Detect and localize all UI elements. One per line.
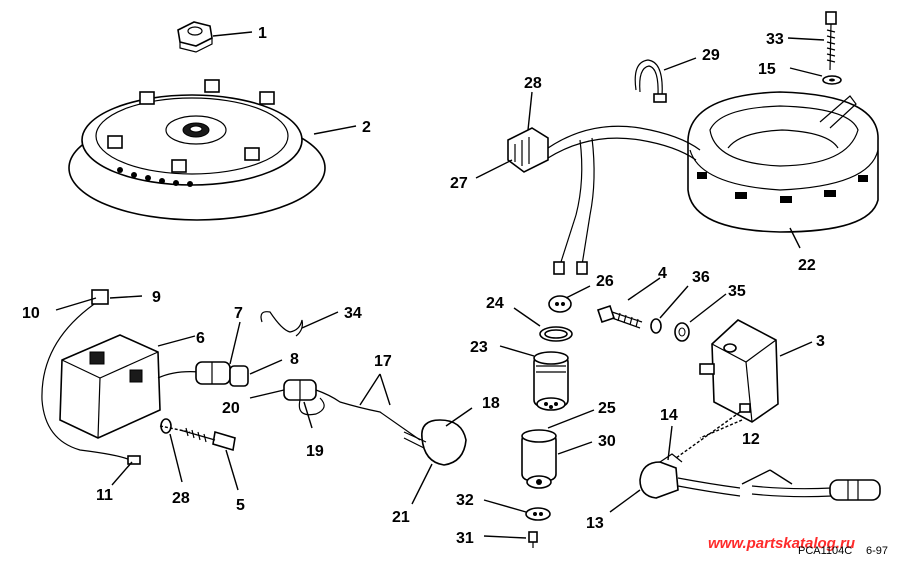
callout-14: 14 [660, 407, 678, 424]
part-ignition-coil [699, 319, 779, 423]
callout-27: 27 [450, 175, 468, 192]
callout-25: 25 [598, 400, 616, 417]
callout-7: 7 [234, 305, 243, 322]
callout-32: 32 [456, 492, 474, 509]
callout-15: 15 [758, 61, 776, 78]
callout-21: 21 [392, 509, 410, 526]
callout-20: 20 [222, 400, 240, 417]
part-oring-24 [539, 326, 573, 342]
callout-29: 29 [702, 47, 720, 64]
callout-1: 1 [258, 25, 267, 42]
part-bolt-5 [179, 427, 236, 452]
callout-9: 9 [152, 289, 161, 306]
callout-12: 12 [742, 431, 760, 448]
callout-33: 33 [766, 31, 784, 48]
callout-10: 10 [22, 305, 40, 322]
part-nut [177, 21, 213, 53]
callout-18: 18 [482, 395, 500, 412]
callout-31: 31 [456, 530, 474, 547]
figure-date: 6-97 [866, 545, 888, 557]
callout-5: 5 [236, 497, 245, 514]
part-spring-clip [260, 311, 303, 337]
callout-22: 22 [798, 257, 816, 274]
callout-19: 19 [306, 443, 324, 460]
callout-36: 36 [692, 269, 710, 286]
callout-3: 3 [816, 333, 825, 350]
part-connector-30 [521, 429, 557, 489]
callout-4: 4 [658, 265, 667, 282]
part-screw-33 [825, 11, 837, 71]
callout-28a: 28 [524, 75, 542, 92]
part-lockwasher-36 [650, 318, 662, 334]
watermark: www.partskatalog.ru [708, 535, 855, 552]
part-connector-20 [283, 379, 421, 441]
callout-17: 17 [374, 353, 392, 370]
part-bolt-4 [596, 304, 643, 329]
callout-2: 2 [362, 119, 371, 136]
callout-11: 11 [96, 487, 113, 504]
part-connector-23 [533, 351, 569, 411]
part-harness [507, 125, 701, 275]
callout-26: 26 [596, 273, 614, 290]
part-washer-35 [674, 322, 690, 342]
part-lead-12 [751, 479, 881, 501]
part-stator [687, 91, 879, 233]
part-power-pack [41, 289, 201, 465]
callout-35: 35 [728, 283, 746, 300]
figure-code: PCA1104C [798, 545, 852, 557]
callout-24: 24 [486, 295, 504, 312]
callout-34: 34 [344, 305, 362, 322]
part-washer-15 [822, 75, 842, 85]
part-connector-7 [195, 361, 249, 387]
part-screw-31 [528, 531, 538, 548]
callout-6: 6 [196, 330, 205, 347]
callout-28b: 28 [172, 490, 190, 507]
callout-30: 30 [598, 433, 616, 450]
part-plug-boot-right [639, 453, 741, 499]
part-grommet-26 [548, 295, 572, 313]
callout-8: 8 [290, 351, 299, 368]
part-plug-boot-left [403, 419, 467, 466]
part-flywheel [68, 79, 326, 221]
leader-lines [55, 31, 825, 539]
callout-13: 13 [586, 515, 604, 532]
callout-23: 23 [470, 339, 488, 356]
part-clamp [634, 59, 667, 103]
part-grommet-32 [525, 507, 551, 521]
callout-labels: 1 2 3 4 5 6 7 8 9 10 11 12 13 14 15 17 1… [22, 25, 825, 547]
